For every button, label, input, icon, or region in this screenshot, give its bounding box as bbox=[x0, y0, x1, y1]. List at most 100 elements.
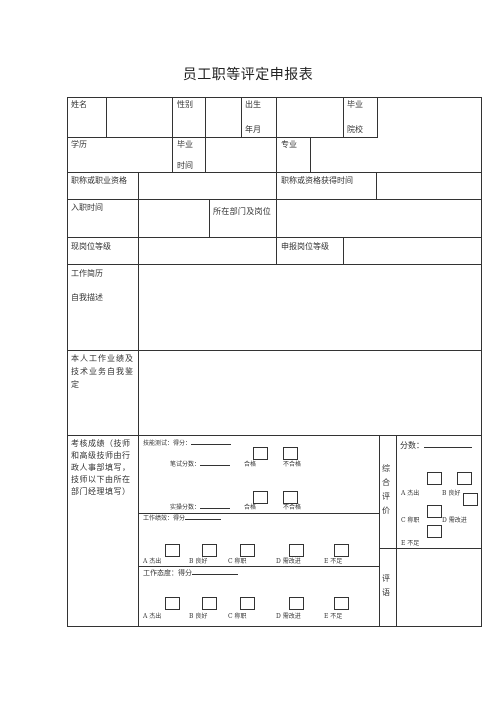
resume-value-cell[interactable] bbox=[139, 265, 482, 351]
birth-label-cell bbox=[242, 97, 277, 138]
perf-grade-d-box[interactable] bbox=[289, 544, 304, 557]
work-attitude-blank[interactable] bbox=[192, 574, 238, 575]
practical-score-label: 实操分数： bbox=[170, 503, 231, 512]
apply-level-value-cell[interactable] bbox=[344, 238, 482, 265]
school-label-cell bbox=[344, 97, 378, 138]
att-grade-b-box[interactable] bbox=[202, 597, 217, 610]
title-qual-label-cell bbox=[67, 173, 139, 200]
perf-grade-e: E 不足 bbox=[324, 558, 343, 565]
perf-grade-c-box[interactable] bbox=[240, 544, 255, 557]
review-label-cell bbox=[67, 436, 139, 627]
title-qual-label: 职称或职业资格 bbox=[71, 176, 127, 185]
grad-label-2: 时间 bbox=[177, 161, 193, 170]
grad-label-cell bbox=[173, 138, 206, 173]
divider-3 bbox=[379, 548, 482, 549]
perf-grade-a-box[interactable] bbox=[165, 544, 180, 557]
skill-test-blank[interactable] bbox=[191, 444, 232, 445]
resume-label-cell bbox=[67, 265, 139, 351]
gender-label: 性别 bbox=[177, 100, 193, 109]
written-fail-label: 不合格 bbox=[283, 461, 302, 468]
score-label: 分数： bbox=[400, 439, 472, 452]
overall-grade-a-box[interactable] bbox=[427, 472, 442, 485]
divider-1 bbox=[139, 513, 379, 514]
grad-label-1: 毕业 bbox=[177, 140, 193, 149]
att-grade-c: C 称职 bbox=[228, 613, 247, 620]
school-label-1: 毕业 bbox=[347, 100, 363, 109]
att-grade-d-box[interactable] bbox=[289, 597, 304, 610]
practical-pass-label: 合格 bbox=[244, 504, 257, 511]
att-grade-b: B 良好 bbox=[189, 613, 208, 620]
school-label-2: 院校 bbox=[347, 125, 363, 134]
major-label-cell bbox=[277, 138, 311, 173]
appraisal-form: 姓名 性别 出生 年月 毕业 院校 学历 毕业 时间 专业 职称或职业资格 职称… bbox=[67, 97, 482, 627]
written-pass-label: 合格 bbox=[244, 461, 257, 468]
form-border bbox=[67, 97, 482, 627]
att-grade-d: D 需改进 bbox=[276, 613, 301, 620]
dept-label-cell bbox=[210, 200, 277, 238]
birth-value-cell[interactable] bbox=[277, 97, 344, 138]
current-level-label: 现岗位等级 bbox=[71, 242, 111, 251]
perf-grade-c: C 称职 bbox=[228, 558, 247, 565]
entry-label-cell bbox=[67, 200, 139, 238]
overall-grade-c: C 称职 bbox=[401, 517, 420, 524]
overall-grade-e-box[interactable] bbox=[427, 525, 442, 538]
entry-time-label: 入职时间 bbox=[71, 203, 103, 212]
review-label: 考核成绩（技师和高级技师由行政人事部填写，技师以下由所在部门经理填写） bbox=[71, 439, 131, 496]
skill-test-label: 技能测试：得分： bbox=[143, 439, 232, 448]
overall-grade-d-box[interactable] bbox=[463, 493, 478, 506]
perf-grade-e-box[interactable] bbox=[334, 544, 349, 557]
comment-label: 评语 bbox=[382, 574, 390, 597]
overall-grade-a: A 杰出 bbox=[401, 490, 420, 497]
perf-grade-a: A 杰出 bbox=[143, 558, 162, 565]
overall-grade-e: E 不足 bbox=[401, 540, 420, 547]
overall-grade-b-box[interactable] bbox=[457, 472, 472, 485]
title-qual-value-cell[interactable] bbox=[139, 173, 277, 200]
name-label-cell bbox=[67, 97, 107, 138]
work-attitude-label: 工作态度：得分 bbox=[143, 567, 238, 580]
title-date-label-cell bbox=[277, 173, 377, 200]
att-grade-a-box[interactable] bbox=[165, 597, 180, 610]
dept-value-cell[interactable] bbox=[277, 200, 482, 238]
major-label: 专业 bbox=[281, 140, 297, 149]
entry-value-cell[interactable] bbox=[139, 200, 210, 238]
work-perf-blank[interactable] bbox=[185, 519, 222, 520]
birth-label-2: 年月 bbox=[245, 125, 261, 134]
gender-label-cell bbox=[173, 97, 206, 138]
performance-label-cell bbox=[67, 351, 139, 436]
perf-grade-b-box[interactable] bbox=[202, 544, 217, 557]
written-fail-checkbox[interactable] bbox=[283, 447, 298, 460]
overall-score-blank[interactable] bbox=[424, 447, 472, 448]
gender-value-cell[interactable] bbox=[206, 97, 242, 138]
written-score-blank[interactable] bbox=[200, 465, 231, 466]
practical-score-blank[interactable] bbox=[200, 508, 231, 509]
att-grade-a: A 杰出 bbox=[143, 613, 162, 620]
overall-grade-c-box[interactable] bbox=[427, 505, 442, 518]
resume-label: 工作简历 bbox=[71, 269, 103, 278]
perf-grade-b: B 良好 bbox=[189, 558, 208, 565]
title-date-label: 职称或资格获得时间 bbox=[281, 176, 353, 185]
overall-grade-d: D 需改进 bbox=[442, 517, 467, 524]
practical-pass-checkbox[interactable] bbox=[253, 491, 268, 504]
divider-2 bbox=[139, 566, 379, 567]
perf-grade-d: D 需改进 bbox=[276, 558, 301, 565]
name-value-cell[interactable] bbox=[107, 97, 173, 138]
birth-label-1: 出生 bbox=[245, 100, 261, 109]
dept-position-label: 所在部门及岗位 bbox=[213, 207, 272, 216]
title-date-value-cell[interactable] bbox=[377, 173, 482, 200]
att-grade-e-box[interactable] bbox=[334, 597, 349, 610]
education-cell[interactable] bbox=[67, 138, 173, 173]
apply-level-label: 申报岗位等级 bbox=[281, 242, 329, 251]
written-score-label: 笔试分数： bbox=[170, 460, 231, 469]
overall-label-cell bbox=[379, 436, 397, 627]
performance-value-cell[interactable] bbox=[139, 351, 482, 436]
grad-value-cell[interactable] bbox=[206, 138, 277, 173]
att-grade-e: E 不足 bbox=[324, 613, 343, 620]
overall-label: 综合评价 bbox=[382, 464, 390, 515]
current-level-value-cell[interactable] bbox=[139, 238, 277, 265]
name-label: 姓名 bbox=[71, 100, 87, 109]
page-title: 员工职等评定申报表 bbox=[182, 67, 314, 83]
practical-fail-checkbox[interactable] bbox=[283, 491, 298, 504]
major-value-cell[interactable] bbox=[311, 138, 482, 173]
written-pass-checkbox[interactable] bbox=[253, 447, 268, 460]
att-grade-c-box[interactable] bbox=[240, 597, 255, 610]
